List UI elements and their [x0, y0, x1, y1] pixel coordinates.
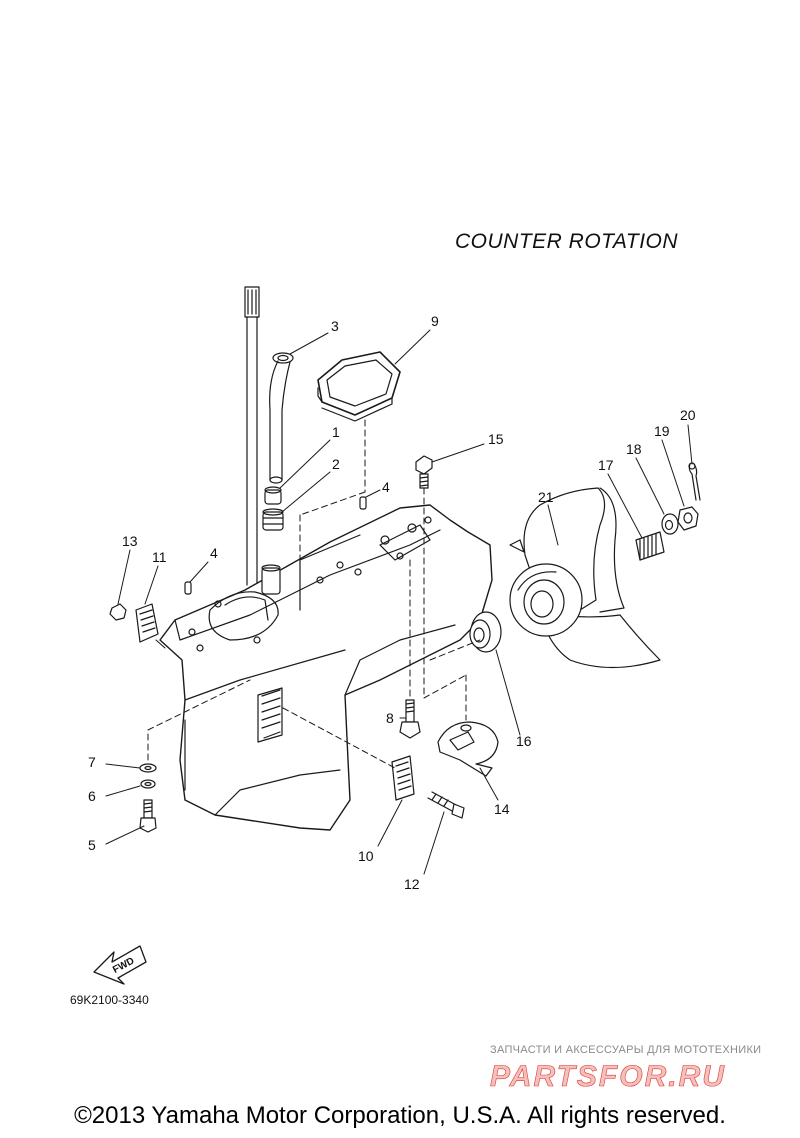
copyright-notice: ©2013 Yamaha Motor Corporation, U.S.A. A… [74, 1102, 726, 1129]
washer-6 [140, 779, 156, 789]
bolt-8 [399, 699, 421, 739]
watermark-tagline: ЗАПЧАСТИ И АКСЕССУАРЫ ДЛЯ МОТОТЕХНИКИ [490, 1044, 762, 1056]
trim-tab-anode [437, 721, 499, 777]
callout-7: 7 [88, 754, 96, 770]
cover-10 [391, 755, 415, 801]
callout-4-right: 4 [382, 479, 390, 495]
propeller [509, 487, 661, 669]
callout-10: 10 [358, 848, 374, 864]
propeller-nut [677, 506, 699, 531]
callout-3: 3 [331, 318, 339, 334]
callout-15: 15 [488, 431, 504, 447]
gasket [317, 351, 401, 422]
fwd-arrow: FWD [93, 945, 147, 985]
water-tube [269, 352, 294, 484]
part-code: 69K2100-3340 [70, 993, 149, 1007]
rubber-bushing [469, 611, 502, 653]
diagram-title: COUNTER ROTATION [455, 230, 679, 253]
callout-12: 12 [404, 876, 420, 892]
callout-17: 17 [598, 457, 614, 473]
bolt-5 [139, 799, 157, 833]
screw-12 [427, 791, 465, 819]
callout-19: 19 [654, 423, 670, 439]
dowel-pin-left [184, 581, 192, 595]
callout-16: 16 [516, 733, 532, 749]
trim-cover-11 [135, 603, 159, 643]
callout-9: 9 [431, 313, 439, 329]
nut-13 [109, 603, 127, 621]
dowel-pin-right [359, 496, 367, 510]
callout-13: 13 [122, 533, 138, 549]
callout-18: 18 [626, 441, 642, 457]
washer-18 [661, 513, 679, 535]
cotter-pin [688, 462, 701, 501]
assembly-lines [147, 419, 481, 769]
callout-14: 14 [494, 801, 510, 817]
watermark-logo: PARTSFOR.RU [490, 1060, 726, 1092]
callout-labels: 3 9 1 2 4 4 15 20 19 18 17 21 13 11 7 6 … [88, 313, 696, 892]
lower-casing [159, 504, 493, 831]
callout-11: 11 [152, 549, 167, 565]
callout-6: 6 [88, 788, 96, 804]
grommet-1 [264, 486, 282, 505]
leader-lines [105, 329, 693, 875]
bolt-15 [415, 455, 433, 489]
callout-21: 21 [538, 489, 554, 505]
grommet-2 [262, 508, 284, 531]
callout-8: 8 [386, 710, 394, 726]
washer-7 [139, 763, 157, 773]
drive-shaft [244, 286, 260, 586]
callout-20: 20 [680, 407, 696, 423]
watermark-brand: PARTSFOR.RU [490, 1060, 726, 1092]
callout-1: 1 [332, 424, 340, 440]
callout-2: 2 [332, 456, 340, 472]
spacer-17 [635, 531, 665, 561]
callout-4-left: 4 [210, 545, 218, 561]
callout-5: 5 [88, 837, 96, 853]
